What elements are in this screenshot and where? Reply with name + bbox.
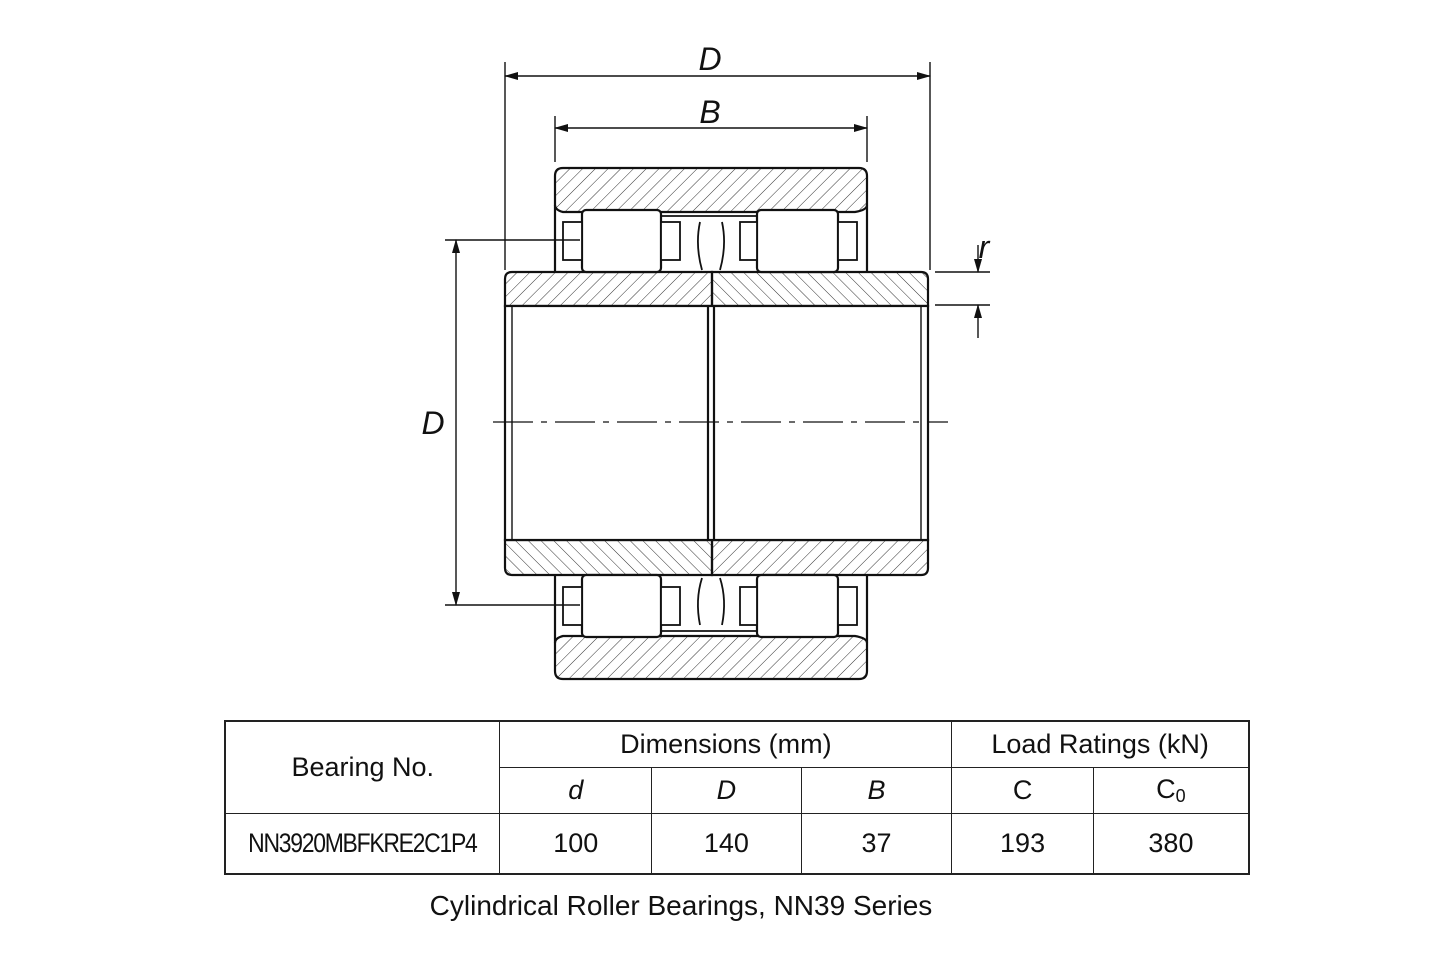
header-C0-subscript: 0 (1175, 786, 1186, 806)
header-C: C (951, 767, 1094, 814)
header-d: d (499, 767, 653, 814)
header-dimensions: Dimensions (mm) (499, 720, 953, 768)
header-D: D (651, 767, 802, 814)
cell-C: 193 (951, 813, 1094, 875)
specification-table: Bearing No. Dimensions (mm) Load Ratings… (224, 720, 1250, 875)
bore (503, 304, 930, 542)
cell-d: 100 (499, 813, 653, 875)
outer-ring-bottom (553, 634, 869, 681)
label-r: r (979, 229, 991, 265)
label-D-top: D (698, 41, 721, 77)
roller (580, 573, 663, 639)
cell-C0: 380 (1092, 813, 1250, 875)
header-load-ratings: Load Ratings (kN) (951, 720, 1250, 768)
roller (755, 573, 840, 639)
inner-ring-bottom-right (710, 538, 930, 577)
label-D-side: D (421, 405, 444, 441)
inner-ring-top-left (503, 270, 714, 308)
header-B: B (800, 767, 953, 814)
inner-ring-top-right (710, 270, 930, 308)
bearing-cross-section-drawing: D B D r (421, 41, 991, 681)
figure-caption: Cylindrical Roller Bearings, NN39 Series (429, 890, 933, 921)
outer-ring-top (553, 166, 869, 214)
inner-ring-bottom-left (503, 538, 714, 577)
cell-D: 140 (651, 813, 802, 875)
roller (580, 208, 663, 274)
table-row: NN3920MBFKRE2C1P4 100 140 37 193 380 (224, 813, 1250, 875)
label-B: B (699, 94, 720, 130)
header-C0: C0 (1092, 767, 1250, 814)
header-bearing-no: Bearing No. (224, 720, 501, 814)
cell-bearing-no: NN3920MBFKRE2C1P4 (224, 813, 501, 875)
cell-B: 37 (800, 813, 953, 875)
bearing-number: NN3920MBFKRE2C1P4 (248, 828, 479, 858)
header-C0-base: C (1156, 774, 1176, 804)
roller (755, 208, 840, 274)
